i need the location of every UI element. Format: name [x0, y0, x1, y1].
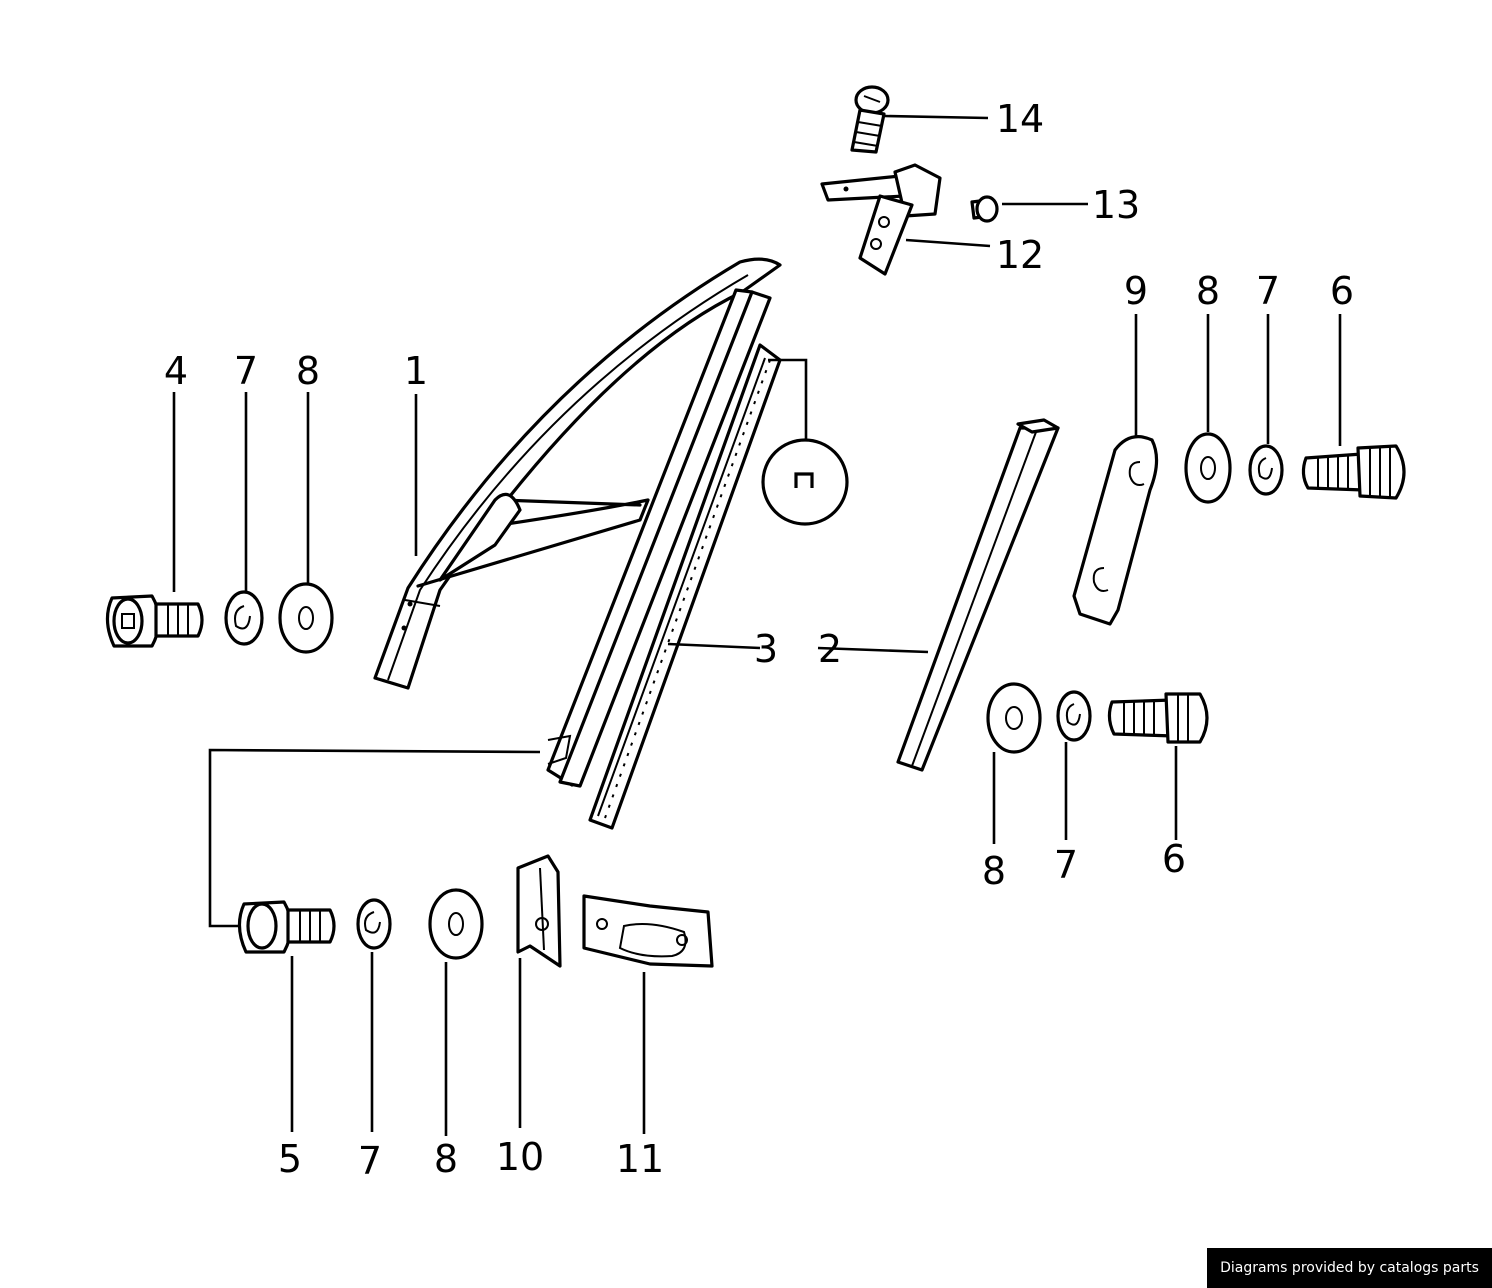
- washer-spring-upper-right: [1248, 444, 1284, 496]
- callout-3: 3: [754, 627, 778, 671]
- callout-5: 5: [278, 1137, 302, 1181]
- part-2-rear-channel: [896, 418, 1060, 772]
- callout-7-upper-right: 7: [1256, 269, 1280, 313]
- callout-14: 14: [996, 97, 1044, 141]
- callout-4: 4: [164, 349, 188, 393]
- washer-flat-left: [278, 582, 334, 654]
- part-14-screw: [850, 85, 890, 154]
- washer-flat-lower-right: [986, 682, 1042, 754]
- callout-labels: 1 2 3 4 7 8 5 7 8 10 11 14 13 12 9 8 7 6…: [164, 97, 1354, 1183]
- part-3-guide-channel: [546, 288, 782, 830]
- callout-6-upper-right: 6: [1330, 269, 1354, 313]
- bolt-part-5: [237, 900, 336, 954]
- part-1-vent-frame: [373, 257, 782, 690]
- callout-13: 13: [1092, 183, 1140, 227]
- part-12-hinge-bracket: [820, 163, 942, 276]
- callout-10: 10: [496, 1135, 544, 1179]
- callout-7-bottom: 7: [358, 1139, 382, 1183]
- callout-12: 12: [996, 233, 1044, 277]
- washer-flat-bottom: [428, 888, 484, 960]
- washer-spring-lower-right: [1056, 690, 1092, 742]
- callout-8-bottom: 8: [434, 1137, 458, 1181]
- part-11-mount-plate: [582, 894, 714, 968]
- callout-7-lower-right: 7: [1054, 843, 1078, 887]
- part-9-plate: [1072, 435, 1159, 626]
- bolt-upper-right: [1301, 444, 1406, 500]
- leader-lines: [172, 114, 1342, 1136]
- callout-7-left: 7: [234, 349, 258, 393]
- washer-spring-left: [224, 590, 264, 646]
- callout-11: 11: [616, 1137, 664, 1181]
- callout-8-left: 8: [296, 349, 320, 393]
- part-10-small-bracket: [516, 854, 562, 968]
- callout-8-lower-right: 8: [982, 849, 1006, 893]
- washer-flat-upper-right: [1184, 432, 1232, 504]
- washer-spring-bottom: [356, 898, 392, 950]
- credit-badge: Diagrams provided by catalogs parts: [1207, 1248, 1492, 1288]
- callout-2: 2: [818, 627, 842, 671]
- part-13-rivet: [970, 195, 999, 223]
- detail-circle: [761, 358, 849, 526]
- bolt-lower-right: [1107, 692, 1209, 744]
- callout-1: 1: [404, 349, 428, 393]
- callout-9: 9: [1124, 269, 1148, 313]
- callout-8-upper-right: 8: [1196, 269, 1220, 313]
- callout-6-lower-right: 6: [1162, 837, 1186, 881]
- bolt-part-4: [105, 594, 204, 648]
